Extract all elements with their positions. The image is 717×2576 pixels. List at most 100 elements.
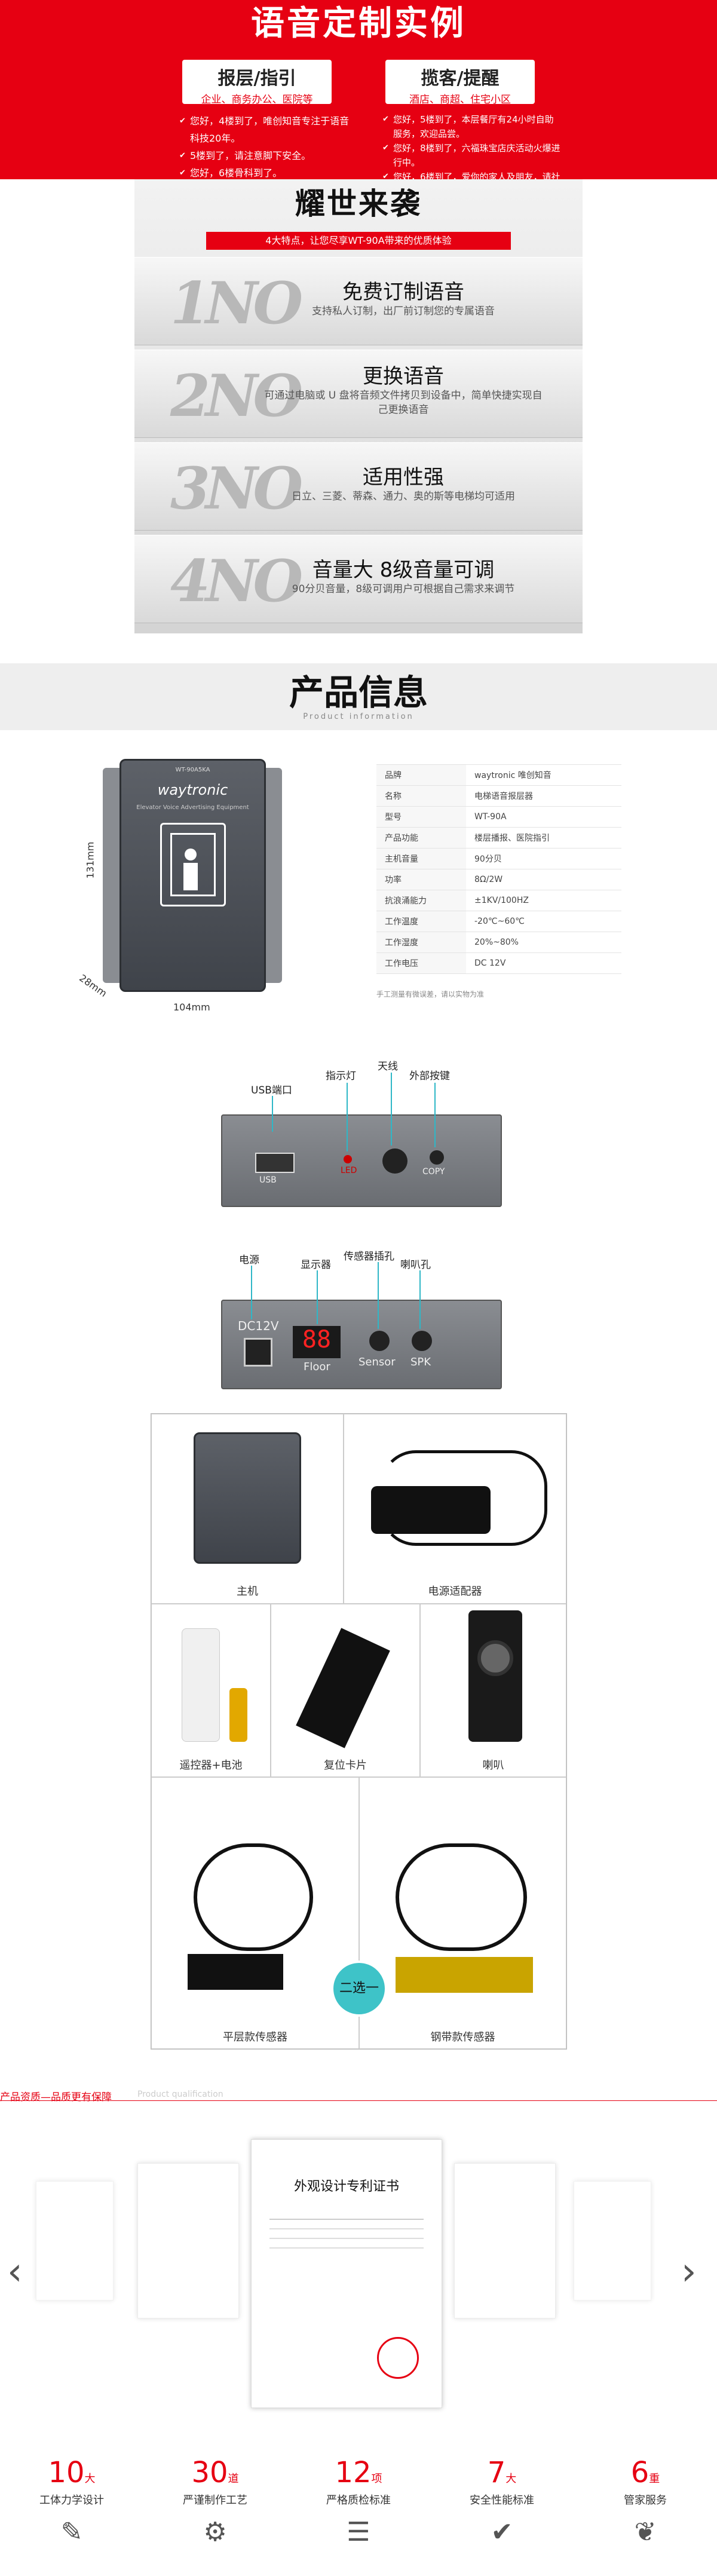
spec-key: 工作湿度 — [376, 932, 466, 953]
stat-unit: 大 — [505, 2473, 517, 2485]
feature-number: 1NO — [170, 269, 303, 337]
feature-title: 更换语音 — [363, 365, 444, 388]
col1-list: 您好，4楼到了，唯创知音专注于语音科技20年。 5楼到了，请注意脚下安全。 您好… — [179, 112, 353, 182]
checklist-icon: ☰ — [347, 2517, 370, 2547]
spec-key: 名称 — [376, 785, 466, 807]
quals-subtitle: Product qualification — [137, 2090, 223, 2099]
col1-sub: 企业、商务办公、医院等 — [201, 94, 313, 106]
side-panel-photo: DC12V 88 Floor Sensor SPK — [221, 1300, 502, 1389]
stat-unit: 道 — [228, 2473, 239, 2485]
led-light — [344, 1155, 352, 1163]
feature-number: 4NO — [170, 547, 303, 615]
device-caption: Elevator Voice Advertising Equipment — [136, 804, 249, 811]
spec-row: 抗浪涌能力±1KV/100HZ — [376, 890, 621, 911]
spec-row: 名称电梯语音报层器 — [376, 785, 621, 807]
callout-line — [347, 1083, 348, 1151]
stat-label: 严格质检标准 — [326, 2494, 391, 2507]
cert-thumb — [137, 2163, 239, 2318]
stat-item: 7大安全性能标准✔ — [430, 2456, 574, 2547]
spec-value: ±1KV/100HZ — [466, 890, 621, 911]
stat-number: 6 — [630, 2456, 649, 2489]
callout-line — [317, 1270, 318, 1324]
spec-key: 工作温度 — [376, 911, 466, 932]
stat-label: 管家服务 — [624, 2494, 667, 2507]
top-panel-photo: USB LED COPY — [221, 1114, 502, 1207]
feature-number: 2NO — [170, 362, 303, 430]
stat-number: 30 — [191, 2456, 228, 2489]
spec-value: 电梯语音报层器 — [466, 785, 621, 807]
callout-speaker: 喇叭孔 — [400, 1259, 431, 1271]
stat-item: 6重管家服务❦ — [574, 2456, 717, 2547]
cert-title: 外观设计专利证书 — [293, 2179, 399, 2194]
col2-heading: 揽客/提醒 — [421, 68, 500, 89]
callout-sensor: 传感器插孔 — [344, 1251, 394, 1263]
gear-icon: ⚙ — [203, 2517, 227, 2547]
quals-title: 产品资质—品质更有保障 — [0, 2091, 112, 2103]
callout-antenna: 天线 — [378, 1061, 398, 1073]
spec-value: waytronic 唯创知音 — [466, 764, 621, 786]
spec-value: 8Ω/2W — [466, 869, 621, 890]
shield-check-icon: ✔ — [491, 2517, 513, 2547]
callout-line — [251, 1266, 252, 1319]
led-print: LED — [341, 1166, 357, 1175]
accessory-caption: 复位卡片 — [324, 1759, 367, 1772]
feature-number: 3NO — [170, 455, 303, 522]
feature-title: 适用性强 — [363, 465, 444, 489]
accessories-grid: 主机 电源适配器 遥控器+电池 复位卡片 喇叭 平层款传感器 — [151, 1413, 567, 2050]
accessory-caption: 平层款传感器 — [223, 2031, 287, 2044]
col2-header: 揽客/提醒 酒店、商超、住宅小区 — [385, 60, 535, 106]
accessory-caption: 电源适配器 — [428, 1585, 482, 1598]
accessory-steel-sensor: 钢带款传感器 — [359, 1777, 566, 2049]
callout-line — [419, 1270, 421, 1329]
accessory-caption: 主机 — [237, 1585, 258, 1598]
feature-title: 免费订制语音 — [342, 280, 464, 304]
antenna-port — [382, 1148, 407, 1174]
stats-row: 10大工体力学设计✎ 30道严谨制作工艺⚙ 12项严格质检标准☰ 7大安全性能标… — [0, 2456, 717, 2547]
cert-thumb — [574, 2181, 651, 2301]
stat-label: 工体力学设计 — [39, 2494, 104, 2507]
accessory-host: 主机 — [151, 1414, 344, 1604]
spec-row: 产品功能楼层播报、医院指引 — [376, 827, 621, 849]
dc-print: DC12V — [238, 1319, 279, 1333]
spec-value: 楼层播报、医院指引 — [466, 827, 621, 849]
spec-value: -20℃~60℃ — [466, 911, 621, 932]
dimension-width: 104mm — [173, 1001, 210, 1013]
device-front: WT-90A5KA waytronic Elevator Voice Adver… — [120, 759, 266, 992]
col1-heading: 报层/指引 — [217, 68, 296, 89]
hero-title: 语音定制实例 — [251, 4, 466, 43]
spec-key: 功率 — [376, 869, 466, 890]
spec-key: 主机音量 — [376, 848, 466, 869]
stat-number: 10 — [48, 2456, 85, 2489]
prev-arrow-icon[interactable]: ‹ — [7, 2250, 23, 2294]
list-item: 您好，5楼到了，本层餐厅有24小时自助服务，欢迎品尝。 — [382, 112, 562, 141]
callout-usb: USB端口 — [251, 1085, 292, 1096]
stat-number: 12 — [335, 2456, 372, 2489]
seven-segment-display: 88 — [293, 1326, 341, 1358]
accessory-adapter: 电源适配器 — [344, 1414, 566, 1604]
callout-led: 指示灯 — [326, 1070, 356, 1082]
device-brand: waytronic — [157, 782, 228, 798]
dc-jack — [244, 1338, 272, 1367]
stat-item: 10大工体力学设计✎ — [0, 2456, 143, 2547]
spec-key: 品牌 — [376, 764, 466, 786]
col2-sub: 酒店、商超、住宅小区 — [409, 94, 511, 106]
sensor-jack — [369, 1331, 390, 1351]
cert-thumb — [36, 2181, 114, 2301]
accessory-caption: 喇叭 — [482, 1759, 504, 1772]
list-item: 您好，4楼到了，唯创知音专注于语音科技20年。 — [179, 112, 353, 147]
next-arrow-icon[interactable]: › — [681, 2250, 697, 2294]
floor-print: Floor — [304, 1361, 330, 1373]
spk-print: SPK — [410, 1356, 431, 1368]
features-ribbon: 4大特点，让您尽享WT-90A带来的优质体验 — [206, 232, 511, 250]
stat-label: 严谨制作工艺 — [183, 2494, 247, 2507]
accessory-remote: 遥控器+电池 — [151, 1604, 271, 1777]
feature-card-3: 3NO 适用性强 日立、三菱、蒂森、通力、奥的斯等电梯均可适用 — [134, 442, 583, 531]
cert-main: 外观设计专利证书 — [251, 2139, 442, 2408]
stat-label: 安全性能标准 — [470, 2494, 534, 2507]
device-model: WT-90A5KA — [175, 767, 210, 773]
